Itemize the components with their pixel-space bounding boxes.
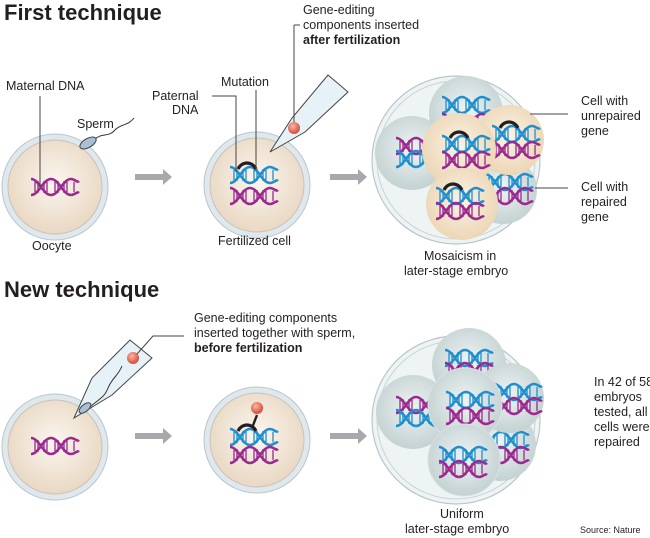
repaired-label-2: repaired: [581, 195, 627, 209]
stat-label-4: cells were: [594, 420, 650, 434]
pipette-with-sperm-icon: [72, 339, 153, 420]
sperm-icon: [79, 117, 135, 150]
stat-label-3: tested, all: [594, 405, 648, 419]
new-technique-title: New technique: [4, 277, 159, 302]
pipette-icon: [269, 74, 349, 153]
insert-label-3: after fertilization: [303, 33, 400, 47]
insert-label-1: Gene-editing: [303, 3, 375, 17]
unrepaired-cell: [426, 168, 498, 240]
oocyte: [1, 133, 109, 241]
fertilized-cell-label: Fertilized cell: [218, 234, 291, 248]
unrepaired-label-2: unrepaired: [581, 109, 641, 123]
stat-label-1: In 42 of 58: [594, 375, 650, 389]
first-technique-title: First technique: [4, 0, 162, 25]
fertilized-cell: [203, 131, 311, 239]
uniform-embryo: [371, 328, 544, 505]
new-insert-leader: [136, 335, 184, 355]
unrepaired-label-1: Cell with: [581, 94, 628, 108]
arrow-icon: [135, 169, 172, 185]
uniform-label-2: later-stage embryo: [405, 522, 509, 536]
unrepaired-label-3: gene: [581, 124, 609, 138]
gene-editor-bead-icon: [288, 122, 300, 134]
stat-label-2: embryos: [594, 390, 642, 404]
oocyte-label: Oocyte: [32, 239, 72, 253]
arrow-icon: [330, 169, 367, 185]
fertilized-cell-edited: [203, 386, 311, 494]
sperm-label: Sperm: [77, 117, 114, 131]
new-insert-label-2: inserted together with sperm,: [194, 326, 355, 340]
insert-label-2: components inserted: [303, 18, 419, 32]
gene-editor-bead-icon: [251, 402, 263, 414]
arrow-icon: [135, 428, 172, 444]
paternal-dna-label-2: DNA: [172, 103, 199, 117]
paternal-dna-leader: [212, 95, 237, 172]
uniform-label-1: Uniform: [440, 507, 484, 521]
maternal-dna-label: Maternal DNA: [6, 79, 85, 93]
new-insert-label-1: Gene-editing components: [194, 311, 337, 325]
source-label: Source: Nature: [580, 525, 641, 535]
arrow-icon: [330, 428, 367, 444]
mosaic-embryo: [371, 75, 544, 245]
oocyte: [1, 393, 109, 501]
repaired-label-3: gene: [581, 210, 609, 224]
mutation-label: Mutation: [221, 75, 269, 89]
repaired-label-1: Cell with: [581, 180, 628, 194]
gene-editor-bead-icon: [127, 352, 139, 364]
new-insert-label-3: before fertilization: [194, 341, 302, 355]
mosaic-label-2: later-stage embryo: [404, 264, 508, 278]
mosaic-label-1: Mosaicism in: [424, 249, 496, 263]
paternal-dna-label-1: Paternal: [152, 89, 199, 103]
stat-label-5: repaired: [594, 435, 640, 449]
